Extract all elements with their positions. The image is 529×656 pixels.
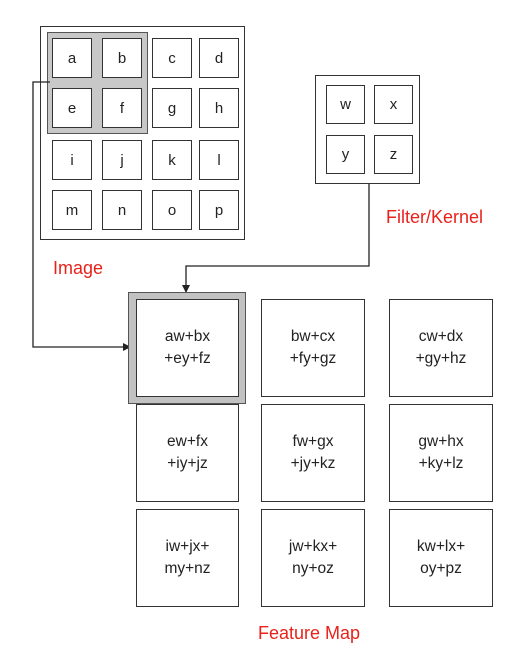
image-cell-f: f	[102, 88, 142, 128]
feature-cell-3-2: jw+kx+ ny+oz	[261, 509, 365, 607]
image-cell-i: i	[52, 140, 92, 180]
image-cell-a: a	[52, 38, 92, 78]
feature-cell-1-2: bw+cx +fy+gz	[261, 299, 365, 397]
image-cell-b: b	[102, 38, 142, 78]
image-cell-c: c	[152, 38, 192, 78]
feature-cell-3-1: iw+jx+ my+nz	[136, 509, 239, 607]
filter-label: Filter/Kernel	[386, 207, 484, 227]
feature-cell-3-3: kw+lx+ oy+pz	[389, 509, 493, 607]
feature-cell-1-1: aw+bx +ey+fz	[136, 299, 239, 397]
image-label: Image	[53, 258, 104, 278]
image-cell-m: m	[52, 190, 92, 230]
image-cell-l: l	[199, 140, 239, 180]
image-cell-n: n	[102, 190, 142, 230]
image-cell-p: p	[199, 190, 239, 230]
filter-cell-z: z	[374, 135, 413, 174]
feature-cell-2-3: gw+hx +ky+lz	[389, 404, 493, 502]
image-cell-j: j	[102, 140, 142, 180]
image-cell-o: o	[152, 190, 192, 230]
filter-to-feature-arrow	[182, 184, 370, 293]
image-to-feature-arrow	[32, 81, 131, 351]
image-cell-e: e	[52, 88, 92, 128]
image-cell-h: h	[199, 88, 239, 128]
filter-cell-y: y	[326, 135, 365, 174]
feature-cell-2-2: fw+gx +jy+kz	[261, 404, 365, 502]
feature-cell-1-3: cw+dx +gy+hz	[389, 299, 493, 397]
image-cell-g: g	[152, 88, 192, 128]
image-cell-d: d	[199, 38, 239, 78]
feature-cell-2-1: ew+fx +iy+jz	[136, 404, 239, 502]
filter-cell-w: w	[326, 85, 365, 124]
image-cell-k: k	[152, 140, 192, 180]
feature-map-label: Feature Map	[258, 623, 361, 643]
filter-cell-x: x	[374, 85, 413, 124]
